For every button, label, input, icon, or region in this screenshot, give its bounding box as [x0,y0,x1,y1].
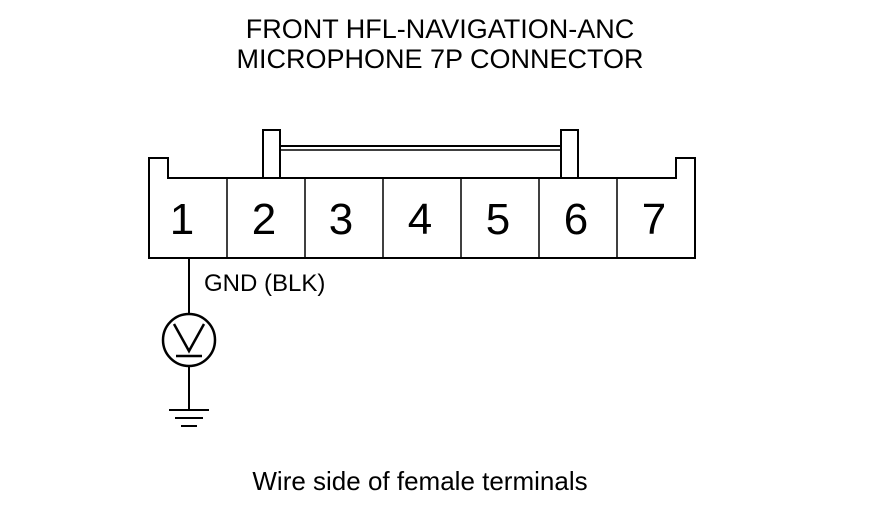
connector-lock-tab [262,129,579,178]
pin-number-2: 2 [252,195,276,244]
pin-number-3: 3 [329,195,353,244]
pin-number-7: 7 [642,195,666,244]
connector-outline [148,157,696,259]
title-line-2: MICROPHONE 7P CONNECTOR [236,44,644,74]
pin-number-6: 6 [564,195,588,244]
voltmeter-icon [161,312,217,368]
diagram-title: FRONT HFL-NAVIGATION-ANC MICROPHONE 7P C… [0,14,880,74]
pin-number-4: 4 [408,195,432,244]
pin-number-5: 5 [486,195,510,244]
wire-label: GND (BLK) [204,270,325,297]
pin-number-1: 1 [170,195,194,244]
diagram-caption: Wire side of female terminals [252,466,588,496]
title-line-1: FRONT HFL-NAVIGATION-ANC [245,14,635,44]
ground-symbol-icon [169,409,209,427]
cavity-dividers [226,178,618,258]
